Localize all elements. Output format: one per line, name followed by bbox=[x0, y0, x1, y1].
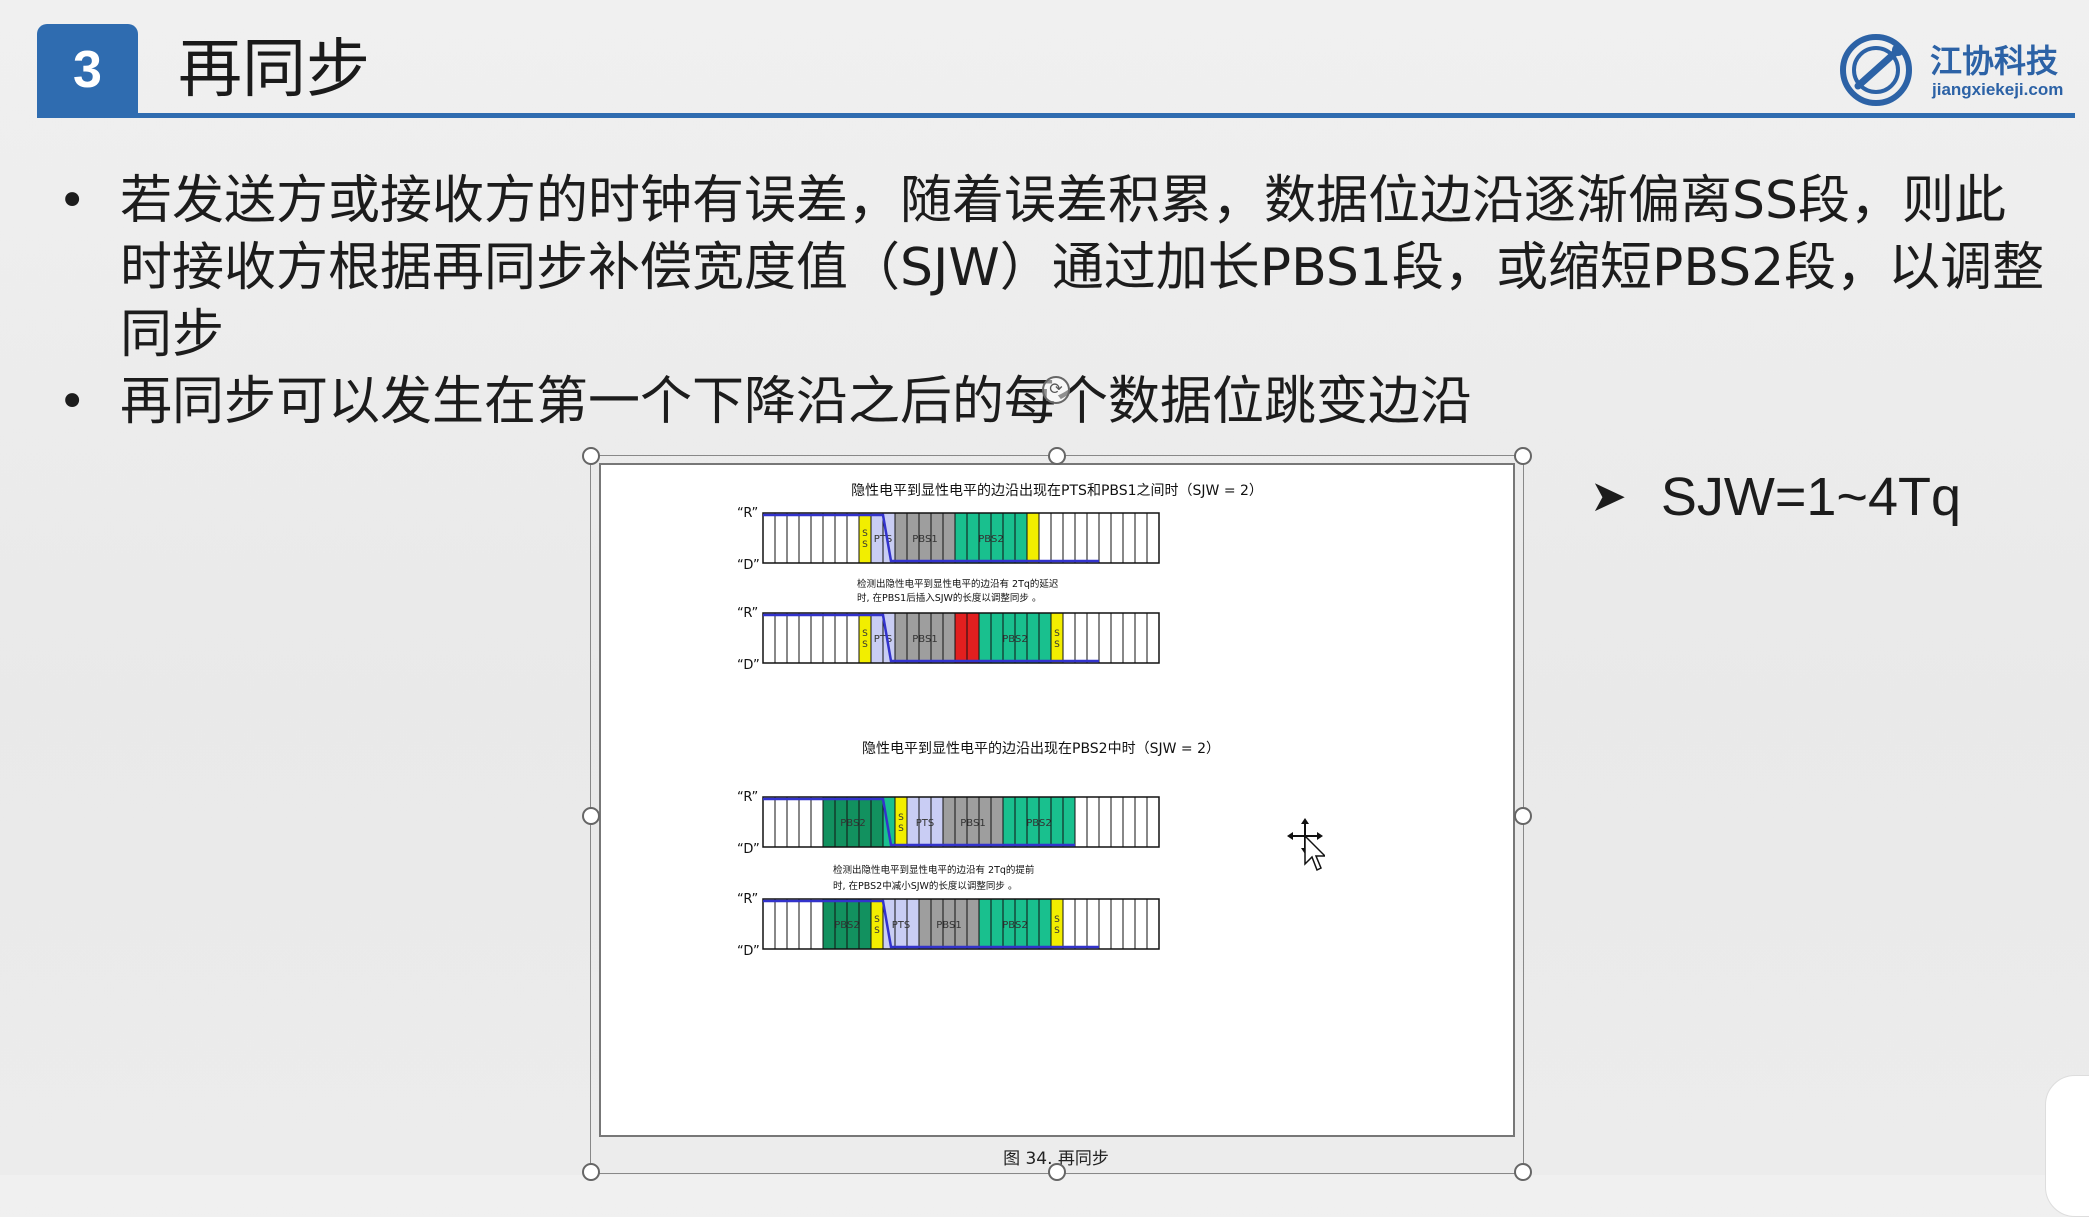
brand-logo: 江协科技 jiangxiekeji.com bbox=[1838, 30, 2068, 110]
segment-label: S bbox=[1054, 640, 1060, 650]
figure-note: 检测出隐性电平到显性电平的边沿有 2Tq的提前 bbox=[833, 864, 1034, 876]
logo-url: jiangxiekeji.com bbox=[1932, 80, 2064, 99]
segment-label: S bbox=[898, 813, 904, 823]
level-label-dominant: “D” bbox=[737, 842, 760, 857]
bullet-item: • 若发送方或接收方的时钟有误差，随着误差积累，数据位边沿逐渐偏离SS段，则此时… bbox=[50, 168, 2050, 369]
corner-widget[interactable] bbox=[2045, 1075, 2089, 1217]
segment-label: S bbox=[862, 529, 868, 539]
level-label-recessive: “R” bbox=[737, 606, 758, 621]
bit-frame bbox=[762, 796, 1160, 848]
resize-handle-se[interactable] bbox=[1514, 1163, 1532, 1181]
segment-label: PBS2 bbox=[978, 534, 1003, 545]
resize-handle-sw[interactable] bbox=[582, 1163, 600, 1181]
bullet-list: • 若发送方或接收方的时钟有误差，随着误差积累，数据位边沿逐渐偏离SS段，则此时… bbox=[50, 168, 2050, 436]
resize-handle-e[interactable] bbox=[1514, 807, 1532, 825]
segment-label: PTS bbox=[874, 634, 893, 645]
segment-label: S bbox=[898, 824, 904, 834]
figure-note: 检测出隐性电平到显性电平的边沿有 2Tq的延迟 bbox=[857, 578, 1059, 590]
selection-frame bbox=[590, 455, 1524, 1174]
level-label-recessive: “R” bbox=[737, 892, 758, 907]
segment-label: S bbox=[1054, 926, 1060, 936]
resize-handle-ne[interactable] bbox=[1514, 447, 1532, 465]
section-title: 隐性电平到显性电平的边沿出现在PBS2中时（SJW = 2） bbox=[862, 741, 1220, 757]
bullet-dot: • bbox=[58, 173, 87, 229]
segment-label: S bbox=[862, 629, 868, 639]
bullet-text[interactable]: 若发送方或接收方的时钟有误差，随着误差积累，数据位边沿逐渐偏离SS段，则此时接收… bbox=[120, 171, 2045, 365]
segment-label: S bbox=[874, 915, 880, 925]
resize-handle-s[interactable] bbox=[1048, 1163, 1066, 1181]
bullet-dot: • bbox=[58, 374, 87, 430]
segment-label: PTS bbox=[874, 534, 893, 545]
section-title: 隐性电平到显性电平的边沿出现在PTS和PBS1之间时（SJW = 2） bbox=[851, 483, 1263, 499]
slide-title: 再同步 bbox=[178, 33, 370, 107]
resize-handle-w[interactable] bbox=[582, 807, 600, 825]
segment-label: PBS2 bbox=[1026, 818, 1051, 829]
segment-label: S bbox=[1054, 629, 1060, 639]
segment-label: PBS1 bbox=[960, 818, 985, 829]
segment-label: PBS1 bbox=[912, 634, 937, 645]
signal-line bbox=[763, 513, 1099, 563]
sjw-range-note[interactable]: ➤ SJW=1~4Tq bbox=[1590, 466, 1961, 528]
signal-line bbox=[763, 797, 1075, 847]
segment-label: S bbox=[862, 640, 868, 650]
signal-line bbox=[763, 899, 1099, 949]
resync-figure[interactable]: 隐性电平到显性电平的边沿出现在PTS和PBS1之间时（SJW = 2） 隐性电平到… bbox=[599, 463, 1515, 1137]
rotate-handle-icon[interactable]: ⟳ bbox=[1042, 376, 1070, 404]
segment-label: PBS2 bbox=[1002, 920, 1027, 931]
bit-frame bbox=[762, 512, 1160, 564]
segment-label: PBS2 bbox=[840, 818, 865, 829]
logo-chinese-name: 江协科技 bbox=[1930, 42, 2059, 80]
segment-label: S bbox=[874, 926, 880, 936]
segment-label: S bbox=[1054, 915, 1060, 925]
signal-line bbox=[763, 613, 1099, 663]
title-underline bbox=[37, 113, 2075, 118]
arrowhead-bullet-icon: ➤ bbox=[1590, 472, 1627, 521]
resync-diagram: 隐性电平到显性电平的边沿出现在PTS和PBS1之间时（SJW = 2） 隐性电平到… bbox=[737, 483, 1263, 959]
level-label-recessive: “R” bbox=[737, 790, 758, 805]
level-label-dominant: “D” bbox=[737, 944, 760, 959]
figure-caption: 图 34. 再同步 bbox=[1003, 1149, 1109, 1169]
segment-label: PBS1 bbox=[912, 534, 937, 545]
slide-number-badge: 3 bbox=[37, 24, 138, 116]
level-label-dominant: “D” bbox=[737, 558, 760, 573]
segment-label: PTS bbox=[892, 920, 911, 931]
bit-frame bbox=[762, 612, 1160, 664]
segment-label: PBS2 bbox=[834, 920, 859, 931]
segment-label: PTS bbox=[916, 818, 935, 829]
move-cursor-icon bbox=[1287, 818, 1325, 872]
resize-handle-n[interactable] bbox=[1048, 447, 1066, 465]
segment-label: S bbox=[862, 540, 868, 550]
figure-note: 时, 在PBS1后插入SJW的长度以调整同步 。 bbox=[857, 592, 1041, 604]
level-label-dominant: “D” bbox=[737, 658, 760, 673]
segment-label: PBS2 bbox=[1002, 634, 1027, 645]
sjw-range-text: SJW=1~4Tq bbox=[1660, 467, 1962, 527]
logo-mark-icon bbox=[1840, 34, 1912, 106]
bit-frame bbox=[762, 898, 1160, 950]
bullet-item: • 再同步可以发生在第一个下降沿之后的每个数据位跳变边沿 bbox=[50, 369, 2050, 436]
figure-note: 时, 在PBS2中减小SJW的长度以调整同步 。 bbox=[833, 880, 1017, 892]
bullet-text[interactable]: 再同步可以发生在第一个下降沿之后的每个数据位跳变边沿 bbox=[120, 372, 1473, 432]
resize-handle-nw[interactable] bbox=[582, 447, 600, 465]
level-label-recessive: “R” bbox=[737, 506, 758, 521]
segment-label: PBS1 bbox=[936, 920, 961, 931]
